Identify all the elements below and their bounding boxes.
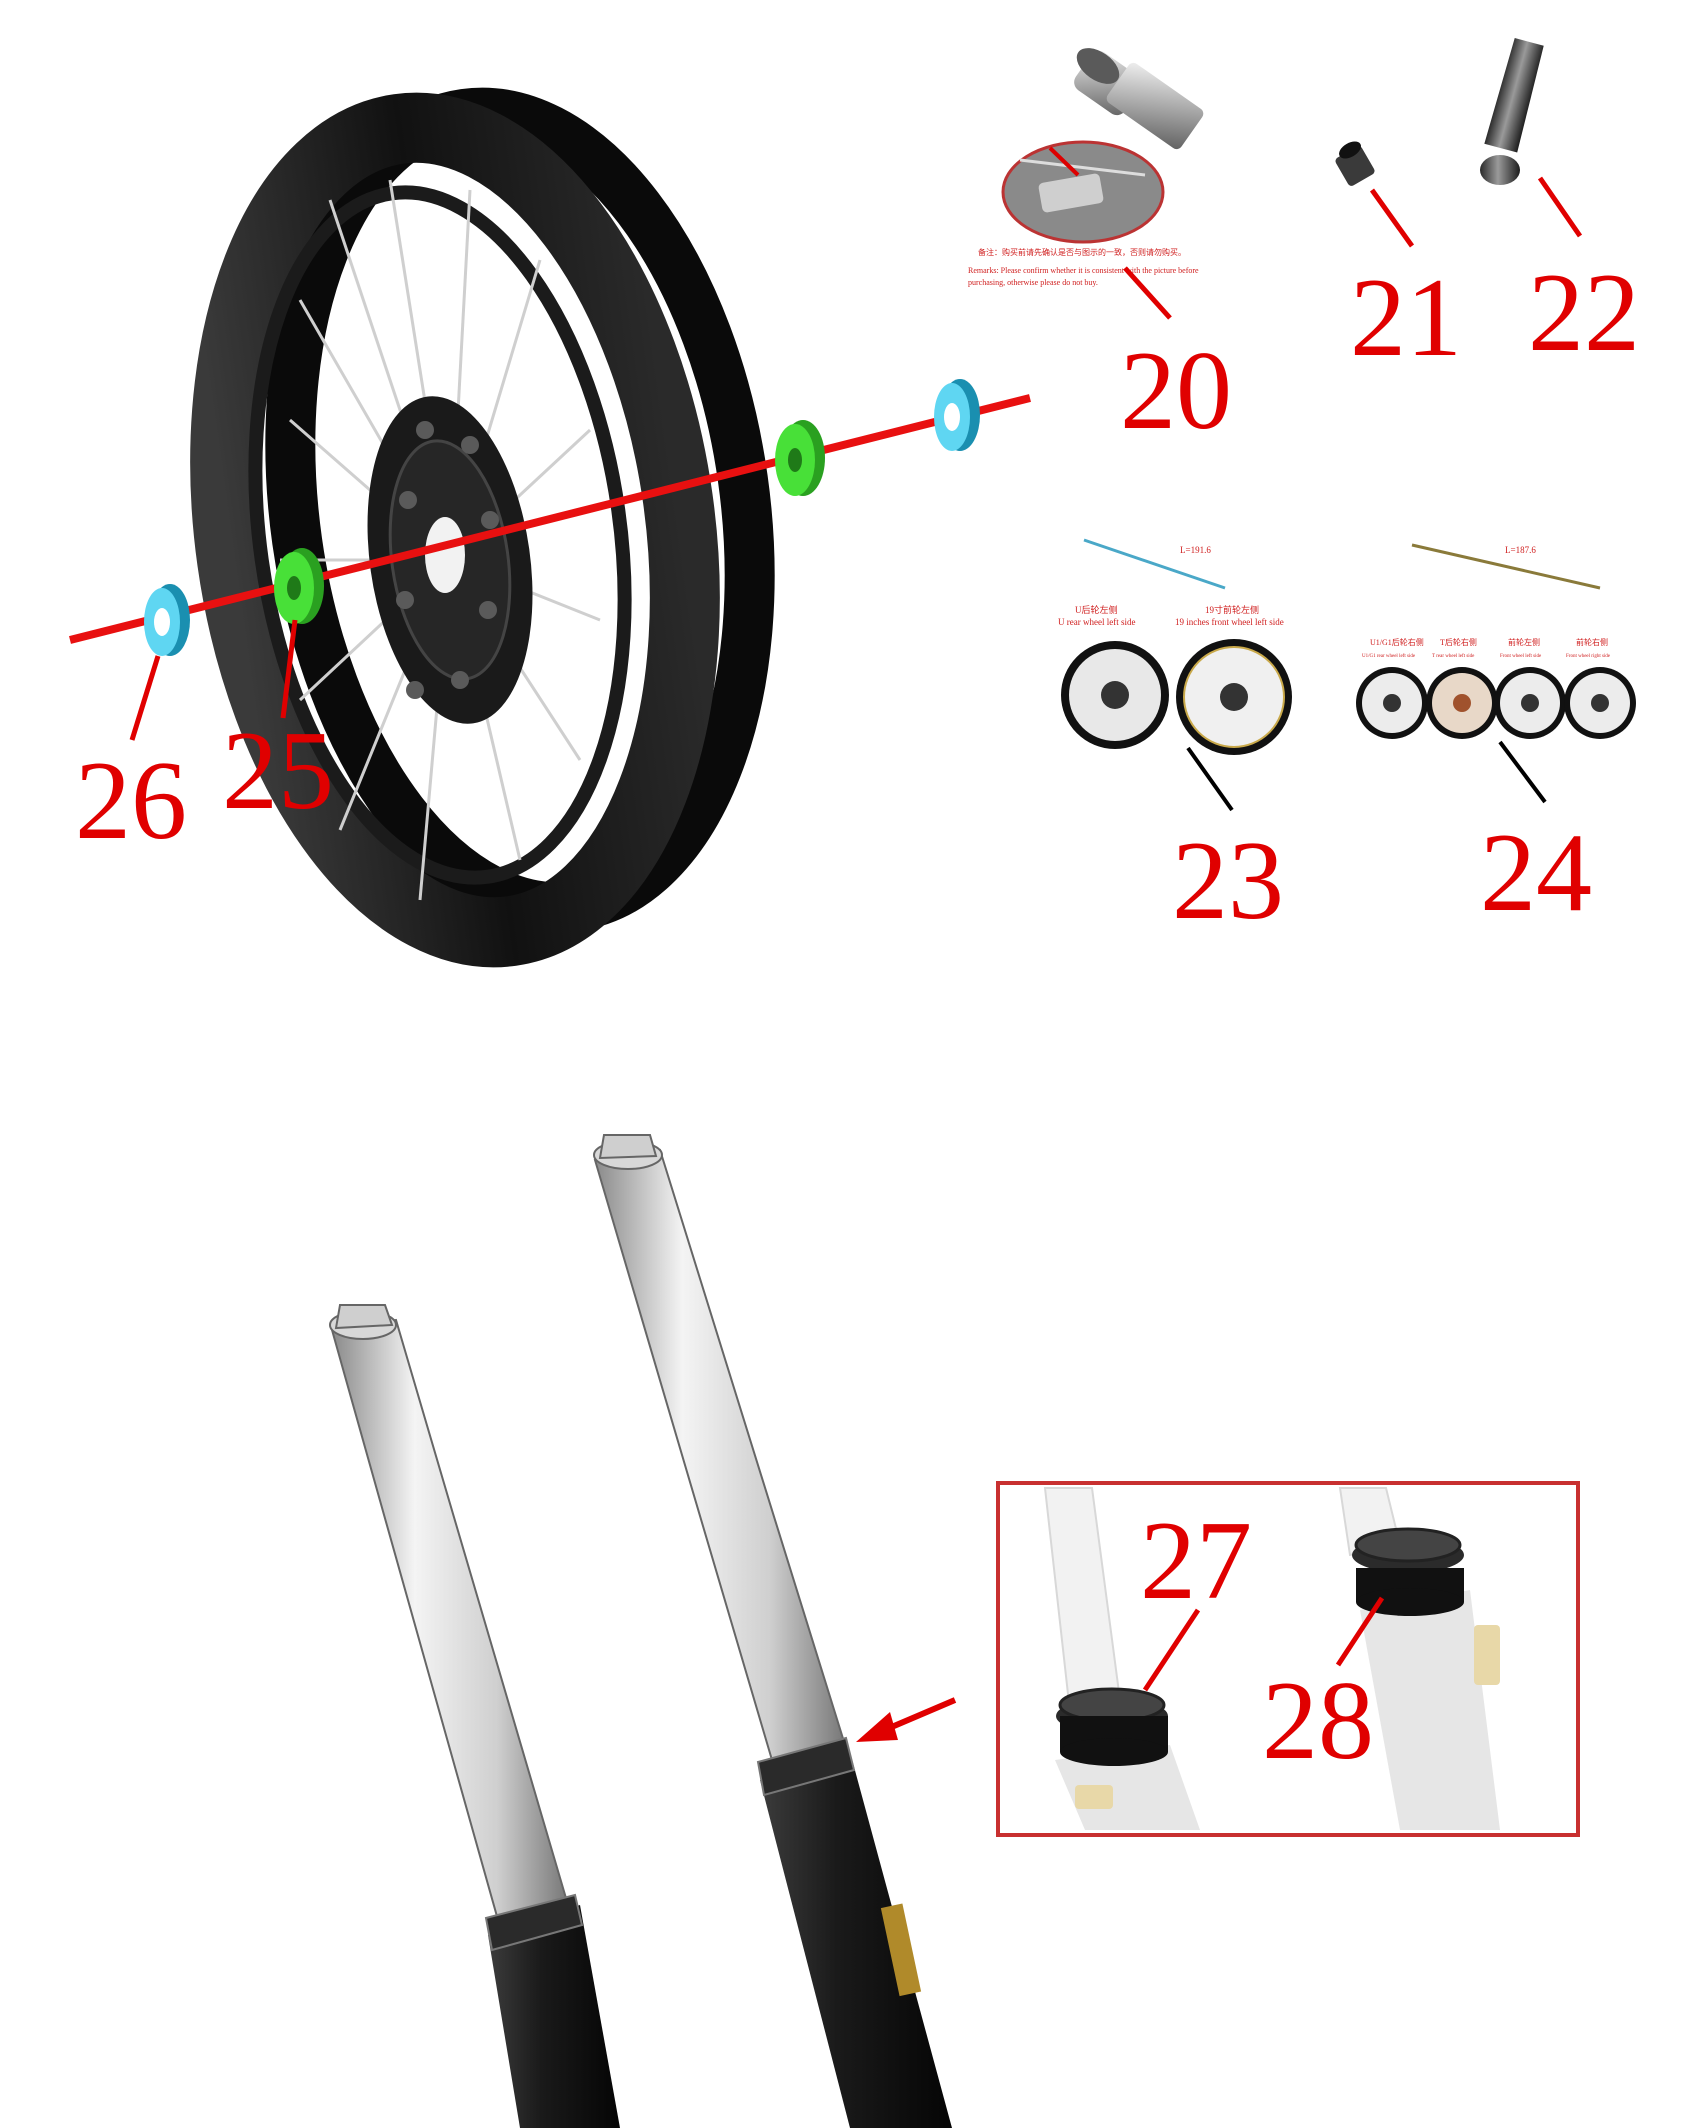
callout-22: 22 — [1528, 251, 1640, 375]
axle-line — [69, 394, 1031, 644]
callout-26: 26 — [75, 739, 187, 863]
front-fork-assembly — [329, 1134, 957, 2128]
leader-28 — [1335, 1596, 1385, 1667]
wheel-photo-t-rear — [1426, 667, 1498, 739]
part-21-set-screw: 21 — [1335, 141, 1462, 380]
seal-pointer-arrow — [856, 1697, 957, 1742]
part-22-spoke-nipple: 22 — [1480, 37, 1640, 375]
spoke-a-right-en: 19 inches front wheel left side — [1175, 617, 1284, 627]
spoke-b-w4-cn: 前轮右侧 — [1576, 637, 1608, 647]
wheel-assembly: 25 26 — [69, 87, 1031, 968]
seal-28 — [1352, 1527, 1464, 1616]
leader-27 — [1142, 1608, 1201, 1692]
spoke-a-length: L=191.6 — [1180, 545, 1211, 555]
wheel-photo-front-right — [1564, 667, 1636, 739]
part-24-spoke-set-b: L=187.6 U1/G1后轮右侧 U1/G1 rear wheel left … — [1356, 543, 1636, 935]
leader-21 — [1369, 188, 1415, 248]
wheel-photo-19-front — [1176, 639, 1292, 755]
part-23-spoke-set-a: L=191.6 U后轮左侧 U rear wheel left side 19寸… — [1058, 538, 1292, 943]
seal-right — [934, 379, 980, 451]
seal-left — [144, 584, 190, 656]
fork-left — [329, 1304, 620, 2128]
valve-note-chinese: 备注：购买前请先确认是否与图示的一致，否则请勿购买。 — [978, 247, 1186, 257]
spoke-b-w4-en: Front wheel right side — [1566, 654, 1611, 659]
spoke-b-w1-cn: U1/G1后轮右侧 — [1370, 637, 1424, 647]
part-20-valve: 备注：购买前请先确认是否与图示的一致，否则请勿购买。 Remarks: Plea… — [968, 48, 1232, 453]
spoke-a-left-en: U rear wheel left side — [1058, 617, 1135, 627]
valve-stem-image — [1074, 48, 1204, 150]
callout-27: 27 — [1140, 1499, 1252, 1623]
spoke-b-w3-cn: 前轮左侧 — [1508, 637, 1540, 647]
spoke-b-length: L=187.6 — [1505, 545, 1536, 555]
spoke-a-right-cn: 19寸前轮左侧 — [1205, 604, 1259, 615]
callout-25: 25 — [222, 709, 334, 833]
seal-27 — [1056, 1687, 1168, 1766]
callout-23: 23 — [1172, 819, 1284, 943]
spoke-b-sample — [1411, 543, 1601, 590]
leader-24 — [1498, 740, 1547, 804]
wheel-photo-u-rear — [1061, 641, 1169, 749]
callout-28: 28 — [1262, 1659, 1374, 1783]
hub-bolts — [396, 421, 499, 699]
hub-bore — [425, 517, 465, 593]
bearing-right — [775, 420, 825, 496]
leader-20 — [1123, 266, 1172, 320]
fork-right — [593, 1134, 952, 2128]
fork-right-bracket — [880, 1903, 922, 1997]
seal-detail-box: 27 28 — [996, 1481, 1580, 1837]
spoke-a-sample — [1083, 538, 1226, 590]
leader-23 — [1186, 746, 1234, 812]
leader-25 — [280, 619, 298, 719]
valve-note-english-2: purchasing, otherwise please do not buy. — [968, 278, 1098, 287]
bearing-left — [274, 548, 324, 624]
leader-26 — [129, 655, 161, 741]
callout-21: 21 — [1350, 256, 1462, 380]
spoke-b-w2-cn: T后轮右侧 — [1440, 637, 1477, 647]
callout-24: 24 — [1480, 811, 1592, 935]
spoke-b-w1-en: U1/G1 rear wheel left side — [1362, 654, 1416, 659]
wheel-photo-front-left — [1494, 667, 1566, 739]
callout-20: 20 — [1120, 329, 1232, 453]
spoke-b-w2-en: T rear wheel left side — [1432, 654, 1475, 659]
rim-outer — [190, 92, 720, 968]
spoke-a-left-cn: U后轮左侧 — [1075, 604, 1118, 615]
spoke-b-w3-en: Front wheel left side — [1500, 654, 1542, 659]
wheel-photo-u1-g1-rear — [1356, 667, 1428, 739]
leader-22 — [1537, 176, 1583, 238]
valve-note-english-1: Remarks: Please confirm whether it is co… — [968, 266, 1199, 275]
